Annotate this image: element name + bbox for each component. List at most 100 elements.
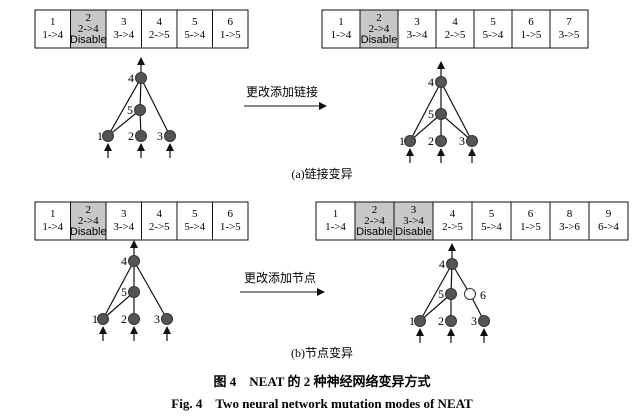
gene-connection: 5->4 bbox=[481, 221, 502, 233]
gene-cell: 61->5 bbox=[510, 201, 551, 241]
gene-box bbox=[70, 9, 107, 49]
gene-innovation-number: 5 bbox=[489, 208, 495, 220]
network-connection bbox=[102, 260, 135, 320]
network-node bbox=[164, 130, 176, 142]
gene-disable-flag: Disable bbox=[361, 34, 398, 46]
gene-box bbox=[212, 201, 249, 241]
gene-connection: 2->5 bbox=[149, 29, 170, 41]
node-label: 6 bbox=[480, 288, 486, 302]
gene-connection: 2->5 bbox=[442, 221, 463, 233]
gene-box bbox=[212, 9, 249, 49]
node-label: 2 bbox=[121, 312, 127, 326]
node-label: 2 bbox=[438, 314, 444, 328]
network-node bbox=[478, 315, 490, 327]
gene-box bbox=[34, 201, 71, 241]
gene-box bbox=[549, 9, 589, 49]
gene-innovation-number: 2 bbox=[86, 204, 92, 216]
network-node bbox=[134, 104, 146, 116]
network-node bbox=[435, 76, 447, 88]
gene-connection: 2->4 bbox=[78, 215, 99, 227]
gene-disable-flag: Disable bbox=[70, 226, 107, 238]
gene-connection: 1->5 bbox=[521, 29, 542, 41]
node-label: 5 bbox=[121, 285, 127, 299]
network-node bbox=[135, 72, 147, 84]
gene-connection: 5->4 bbox=[184, 221, 205, 233]
network-node bbox=[445, 288, 457, 300]
network-connection bbox=[102, 291, 135, 320]
network-connection bbox=[107, 77, 142, 137]
gene-innovation-number: 4 bbox=[452, 16, 458, 28]
gene-cell: 55->4 bbox=[471, 201, 512, 241]
gene-connection: 2->4 bbox=[364, 215, 385, 227]
gene-cell: 55->4 bbox=[176, 201, 213, 241]
gene-connection: 6->4 bbox=[598, 221, 619, 233]
genome-b-after: 11->422->4Disable33->4Disable42->555->46… bbox=[315, 201, 629, 241]
panel-label-a: (a)链接变异 bbox=[291, 166, 352, 181]
gene-connection: 5->4 bbox=[184, 29, 205, 41]
operation-label-b: 更改添加节点 bbox=[244, 271, 316, 285]
network-node bbox=[128, 255, 140, 267]
gene-connection: 2->4 bbox=[78, 23, 99, 35]
gene-cell: 33->4 bbox=[105, 201, 142, 241]
gene-innovation-number: 6 bbox=[228, 16, 234, 28]
node-label: 1 bbox=[92, 312, 98, 326]
gene-connection: 3->4 bbox=[407, 29, 428, 41]
gene-cell: 61->5 bbox=[212, 201, 249, 241]
gene-innovation-number: 6 bbox=[228, 208, 234, 220]
gene-cell: 11->4 bbox=[34, 201, 71, 241]
operation-label-a: 更改添加链接 bbox=[246, 84, 318, 99]
network-connection bbox=[419, 263, 453, 322]
gene-cell: 11->4 bbox=[321, 9, 361, 49]
gene-box bbox=[435, 9, 475, 49]
network-connection bbox=[409, 113, 442, 142]
gene-connection: 1->4 bbox=[42, 221, 63, 233]
gene-cell: 73->5 bbox=[549, 9, 589, 49]
genome-a-after: 11->422->4Disable33->442->555->461->573-… bbox=[321, 9, 589, 49]
gene-box bbox=[397, 9, 437, 49]
gene-innovation-number: 5 bbox=[192, 208, 198, 220]
gene-innovation-number: 1 bbox=[333, 208, 339, 220]
gene-box bbox=[176, 201, 213, 241]
gene-innovation-number: 2 bbox=[376, 12, 382, 24]
network-node bbox=[466, 135, 478, 147]
gene-innovation-number: 9 bbox=[606, 208, 612, 220]
gene-innovation-number: 3 bbox=[411, 204, 417, 216]
gene-innovation-number: 8 bbox=[567, 208, 573, 220]
gene-connection: 1->5 bbox=[520, 221, 541, 233]
network-node bbox=[102, 130, 114, 142]
gene-cell: 83->6 bbox=[549, 201, 590, 241]
node-label: 3 bbox=[471, 314, 477, 328]
gene-box bbox=[141, 9, 178, 49]
gene-connection: 1->5 bbox=[220, 29, 241, 41]
gene-innovation-number: 3 bbox=[414, 16, 420, 28]
node-label: 1 bbox=[409, 314, 415, 328]
gene-connection: 1->4 bbox=[331, 29, 352, 41]
node-label: 3 bbox=[154, 312, 160, 326]
node-label: 5 bbox=[428, 107, 434, 121]
panel-label-b: (b)节点变异 bbox=[291, 345, 353, 360]
gene-cell: 11->4 bbox=[315, 201, 356, 241]
node-label: 1 bbox=[97, 129, 103, 143]
network-node bbox=[135, 130, 147, 142]
gene-cell: 55->4 bbox=[176, 9, 213, 49]
gene-innovation-number: 7 bbox=[566, 16, 572, 28]
gene-innovation-number: 3 bbox=[121, 208, 127, 220]
gene-cell: 42->5 bbox=[141, 201, 178, 241]
node-label: 4 bbox=[121, 254, 127, 268]
gene-connection: 2->4 bbox=[369, 23, 390, 35]
gene-innovation-number: 1 bbox=[338, 16, 344, 28]
gene-innovation-number: 5 bbox=[490, 16, 496, 28]
gene-connection: 3->4 bbox=[113, 29, 134, 41]
gene-innovation-number: 1 bbox=[50, 208, 56, 220]
gene-connection: 3->4 bbox=[113, 221, 134, 233]
gene-cell: 61->5 bbox=[212, 9, 249, 49]
network-connection bbox=[107, 109, 141, 137]
gene-cell: 11->4 bbox=[34, 9, 71, 49]
gene-box bbox=[473, 9, 513, 49]
node-label: 5 bbox=[438, 287, 444, 301]
gene-innovation-number: 5 bbox=[192, 16, 198, 28]
